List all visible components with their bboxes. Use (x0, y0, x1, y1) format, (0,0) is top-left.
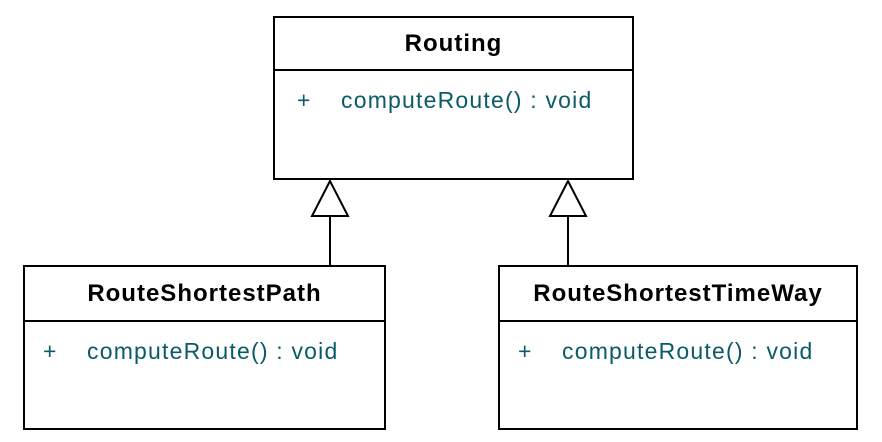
method-visibility: + (518, 338, 533, 364)
generalization-connector-right (548, 179, 588, 266)
class-name-route-shortest-path: RouteShortestPath (25, 267, 384, 322)
method-row: + computeRoute() : void (25, 322, 384, 365)
inheritance-triangle-icon (310, 179, 350, 217)
class-box-route-shortest-time-way: RouteShortestTimeWay + computeRoute() : … (498, 265, 858, 430)
class-body-route-shortest-path: + computeRoute() : void (25, 322, 384, 426)
method-signature: computeRoute() : void (562, 338, 814, 364)
class-box-routing: Routing + computeRoute() : void (273, 16, 634, 180)
method-row: + computeRoute() : void (500, 322, 856, 365)
inheritance-triangle-icon (548, 179, 588, 217)
class-body-routing: + computeRoute() : void (275, 71, 632, 176)
method-visibility: + (297, 87, 312, 113)
class-name-routing: Routing (275, 18, 632, 71)
method-signature: computeRoute() : void (341, 87, 593, 113)
generalization-connector-left (310, 179, 350, 266)
class-box-route-shortest-path: RouteShortestPath + computeRoute() : voi… (23, 265, 386, 430)
class-name-route-shortest-time-way: RouteShortestTimeWay (500, 267, 856, 322)
method-visibility: + (43, 338, 58, 364)
method-signature: computeRoute() : void (87, 338, 339, 364)
method-row: + computeRoute() : void (275, 71, 632, 114)
class-body-route-shortest-time-way: + computeRoute() : void (500, 322, 856, 426)
